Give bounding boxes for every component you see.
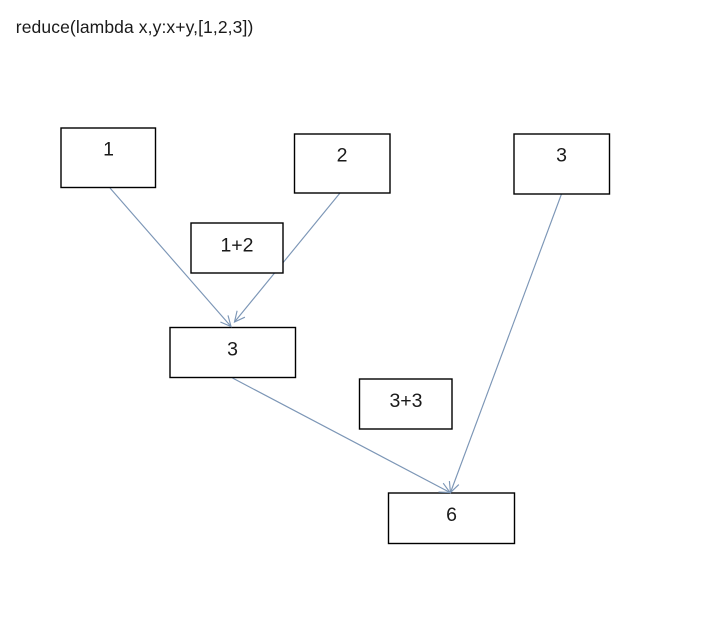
svg-text:1: 1 bbox=[103, 139, 114, 161]
svg-text:3: 3 bbox=[227, 339, 238, 361]
svg-text:6: 6 bbox=[446, 504, 457, 526]
svg-text:reduce(lambda x,y:x+y,[1,2,3]): reduce(lambda x,y:x+y,[1,2,3]) bbox=[16, 17, 254, 37]
svg-text:1+2: 1+2 bbox=[220, 235, 253, 257]
svg-text:3: 3 bbox=[556, 145, 567, 167]
svg-text:2: 2 bbox=[337, 145, 348, 167]
svg-text:3+3: 3+3 bbox=[389, 390, 422, 412]
